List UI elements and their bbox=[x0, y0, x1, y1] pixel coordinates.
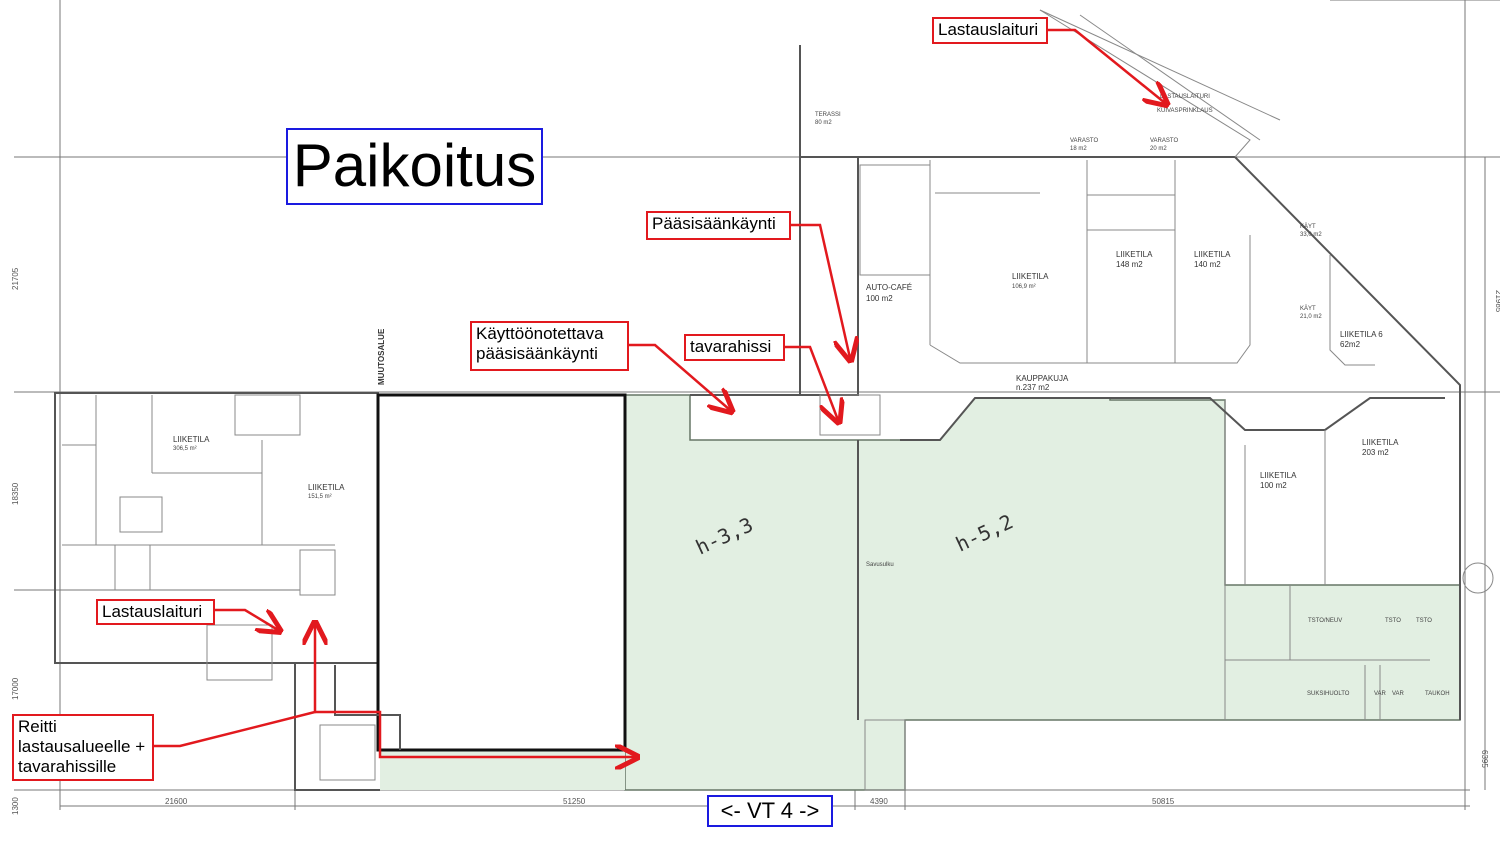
svg-text:MUUTOSALUE: MUUTOSALUE bbox=[377, 328, 386, 385]
svg-text:LIIKETILA: LIIKETILA bbox=[308, 483, 345, 492]
svg-text:VARASTO: VARASTO bbox=[1150, 138, 1178, 144]
callout-loading-dock-left: Lastauslaituri bbox=[96, 599, 215, 625]
svg-text:LIIKETILA: LIIKETILA bbox=[1362, 438, 1399, 447]
svg-text:AUTO-CAFÉ: AUTO-CAFÉ bbox=[866, 283, 912, 292]
svg-text:17000: 17000 bbox=[11, 677, 20, 700]
svg-text:KUIVASPRINKLAUS: KUIVASPRINKLAUS bbox=[1157, 108, 1213, 114]
svg-text:KAUPPAKUJA: KAUPPAKUJA bbox=[1016, 374, 1069, 383]
highlighted-area bbox=[624, 394, 1461, 791]
svg-text:21,0 m2: 21,0 m2 bbox=[1300, 314, 1322, 320]
svg-text:21705: 21705 bbox=[11, 267, 20, 290]
svg-text:TERASSI: TERASSI bbox=[815, 112, 841, 118]
arrow-loading-dock-top bbox=[1047, 28, 1165, 103]
svg-text:148 m2: 148 m2 bbox=[1116, 260, 1143, 269]
svg-text:KÄYT: KÄYT bbox=[1300, 305, 1316, 312]
svg-text:KÄYT: KÄYT bbox=[1300, 223, 1316, 230]
callout-goods-lift: tavarahissi bbox=[684, 334, 785, 361]
highlighted-corridor bbox=[380, 745, 625, 790]
svg-text:LIIKETILA: LIIKETILA bbox=[1194, 250, 1231, 259]
svg-text:LIIKETILA: LIIKETILA bbox=[1260, 471, 1297, 480]
svg-text:VAR: VAR bbox=[1374, 691, 1387, 697]
svg-text:100 m2: 100 m2 bbox=[1260, 481, 1287, 490]
svg-text:20 m2: 20 m2 bbox=[1150, 146, 1167, 152]
callout-commissioned-entrance: Käyttöönotettava pääsisäänkäynti bbox=[470, 321, 629, 371]
road-label: <- VT 4 -> bbox=[707, 795, 833, 827]
svg-text:VARASTO: VARASTO bbox=[1070, 138, 1098, 144]
callout-commissioned-line2: pääsisäänkäynti bbox=[476, 344, 598, 363]
arrow-loading-dock-left bbox=[214, 608, 278, 630]
svg-text:203 m2: 203 m2 bbox=[1362, 448, 1389, 457]
svg-text:LIIKETILA: LIIKETILA bbox=[1116, 250, 1153, 259]
callout-route-line3: tavarahissille bbox=[18, 757, 117, 776]
callout-route-line2: lastausalueelle + bbox=[18, 737, 146, 756]
callout-main-entrance: Pääsisäänkäynti bbox=[646, 211, 791, 240]
svg-text:106,9 m²: 106,9 m² bbox=[1012, 284, 1036, 290]
svg-text:33,0 m2: 33,0 m2 bbox=[1300, 232, 1322, 238]
svg-text:TSTO/NEUV: TSTO/NEUV bbox=[1308, 618, 1342, 624]
arrow-goods-lift bbox=[784, 345, 838, 420]
svg-text:18 m2: 18 m2 bbox=[1070, 146, 1087, 152]
renovation-area bbox=[376, 393, 627, 752]
svg-text:SUKSIHUOLTO: SUKSIHUOLTO bbox=[1307, 691, 1350, 697]
svg-text:TAUKOH: TAUKOH bbox=[1425, 691, 1450, 697]
dimension-labels: 21705 18350 17000 1300 21600 51250 4390 … bbox=[11, 267, 1500, 815]
svg-text:51250: 51250 bbox=[563, 797, 586, 806]
svg-text:18350: 18350 bbox=[11, 482, 20, 505]
svg-text:21600: 21600 bbox=[165, 797, 188, 806]
svg-text:100 m2: 100 m2 bbox=[866, 294, 893, 303]
callout-route-line1: Reitti bbox=[18, 717, 57, 736]
svg-text:LASTAUSLAITURI: LASTAUSLAITURI bbox=[1160, 94, 1210, 100]
arrow-commissioned-entrance bbox=[628, 343, 730, 410]
arrow-route-1 bbox=[153, 625, 315, 748]
svg-text:50815: 50815 bbox=[1152, 797, 1175, 806]
callout-commissioned-line1: Käyttöönotettava bbox=[476, 324, 604, 343]
callout-loading-dock-top: Lastauslaituri bbox=[932, 17, 1048, 44]
svg-text:306,5 m²: 306,5 m² bbox=[173, 446, 197, 452]
svg-text:140 m2: 140 m2 bbox=[1194, 260, 1221, 269]
svg-text:4390: 4390 bbox=[870, 797, 888, 806]
arrow-main-entrance bbox=[790, 223, 850, 358]
svg-text:21985: 21985 bbox=[1494, 290, 1500, 313]
svg-text:n.237 m2: n.237 m2 bbox=[1016, 383, 1050, 392]
callout-arrows bbox=[153, 28, 1165, 757]
svg-text:TSTO: TSTO bbox=[1385, 618, 1401, 624]
svg-text:151,5 m²: 151,5 m² bbox=[308, 494, 332, 500]
arrow-route-2 bbox=[315, 710, 635, 757]
page-title: Paikoitus bbox=[286, 128, 543, 205]
svg-text:62m2: 62m2 bbox=[1340, 340, 1361, 349]
callout-route: Reitti lastausalueelle + tavarahissille bbox=[12, 714, 154, 781]
svg-text:LIIKETILA: LIIKETILA bbox=[173, 435, 210, 444]
svg-text:6395: 6395 bbox=[1480, 750, 1489, 768]
svg-text:1300: 1300 bbox=[11, 797, 20, 815]
svg-text:LIIKETILA: LIIKETILA bbox=[1012, 272, 1049, 281]
svg-text:80 m2: 80 m2 bbox=[815, 120, 832, 126]
svg-text:VAR: VAR bbox=[1392, 691, 1405, 697]
svg-text:Savusulku: Savusulku bbox=[866, 562, 894, 568]
right-building bbox=[690, 9, 1494, 791]
svg-text:LIIKETILA 6: LIIKETILA 6 bbox=[1340, 330, 1383, 339]
svg-text:TSTO: TSTO bbox=[1416, 618, 1432, 624]
